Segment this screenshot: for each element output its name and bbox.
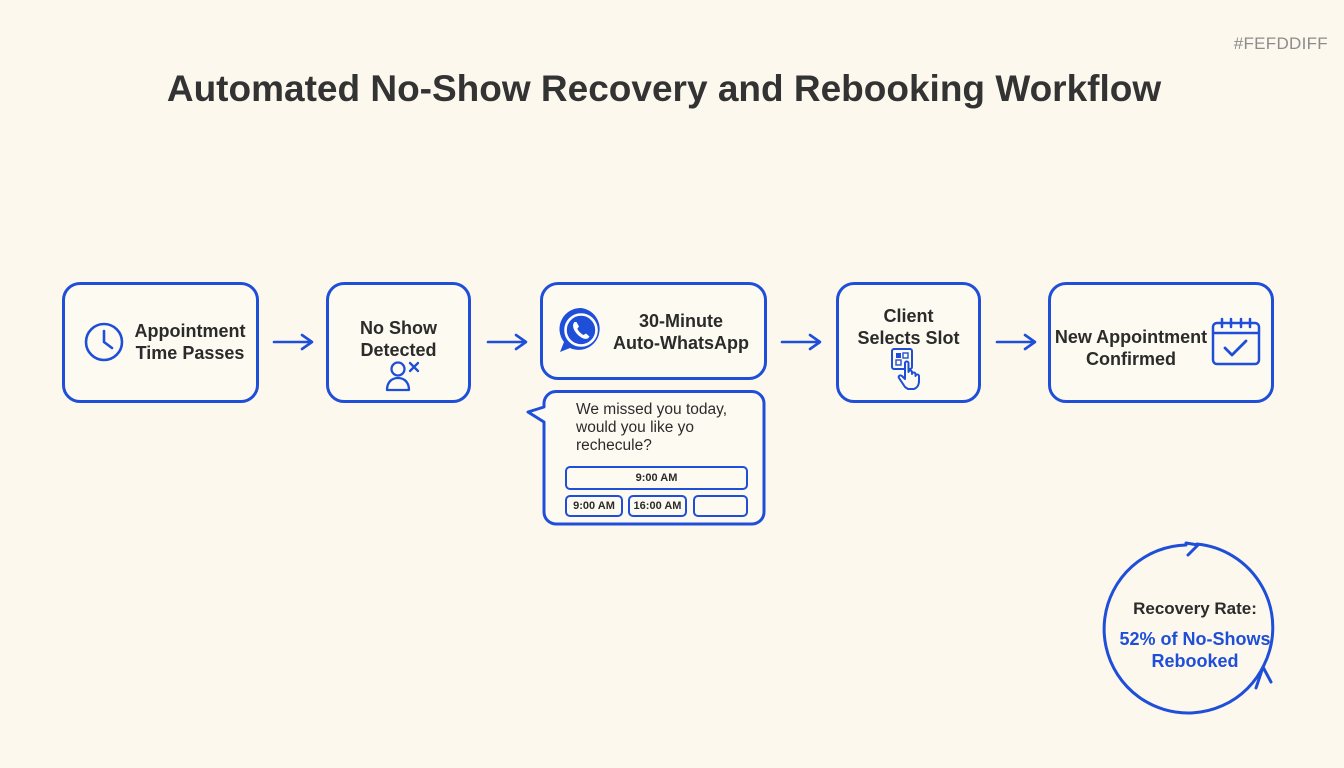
recovery-rate-value: 52% of No-Shows Rebooked <box>1119 629 1271 671</box>
hand-tap-icon <box>891 348 920 390</box>
recovery-cycle-icon <box>1102 541 1275 715</box>
whatsapp-icon <box>559 307 600 352</box>
calendar-check-icon <box>1211 317 1261 366</box>
step-no-show-detected <box>326 282 471 403</box>
flow-arrow <box>995 333 1037 351</box>
flow-arrow <box>486 333 528 351</box>
clock-icon <box>84 322 124 362</box>
recovery-rate-label: Recovery Rate: <box>1133 599 1257 618</box>
corner-tag: #FEFDDIFF <box>1233 34 1328 53</box>
time-slot-button[interactable]: 16:00 AM <box>628 495 687 517</box>
message-text: We missed you today, would you like yo r… <box>576 401 728 454</box>
step-new-appointment-confirmed <box>1048 282 1274 403</box>
flow-arrow <box>780 333 822 351</box>
step-appointment-time-passes <box>62 282 259 403</box>
step-label: New Appointment Confirmed <box>1054 327 1208 369</box>
step-label: Client Selects Slot <box>857 306 960 348</box>
time-slot-button[interactable]: 9:00 AM <box>565 466 748 490</box>
flow-arrow <box>272 333 314 351</box>
message-bubble <box>526 390 766 526</box>
step-label: No Show Detected <box>360 318 437 360</box>
step-label: 30-Minute Auto-WhatsApp <box>613 311 749 353</box>
time-slot-button[interactable]: 9:00 AM <box>565 495 623 517</box>
person-x-icon <box>385 361 420 392</box>
step-auto-whatsapp <box>540 282 767 380</box>
page-title: Automated No-Show Recovery and Rebooking… <box>166 68 1162 109</box>
step-label: Appointment Time Passes <box>134 321 246 363</box>
time-slot-button[interactable] <box>693 495 748 517</box>
